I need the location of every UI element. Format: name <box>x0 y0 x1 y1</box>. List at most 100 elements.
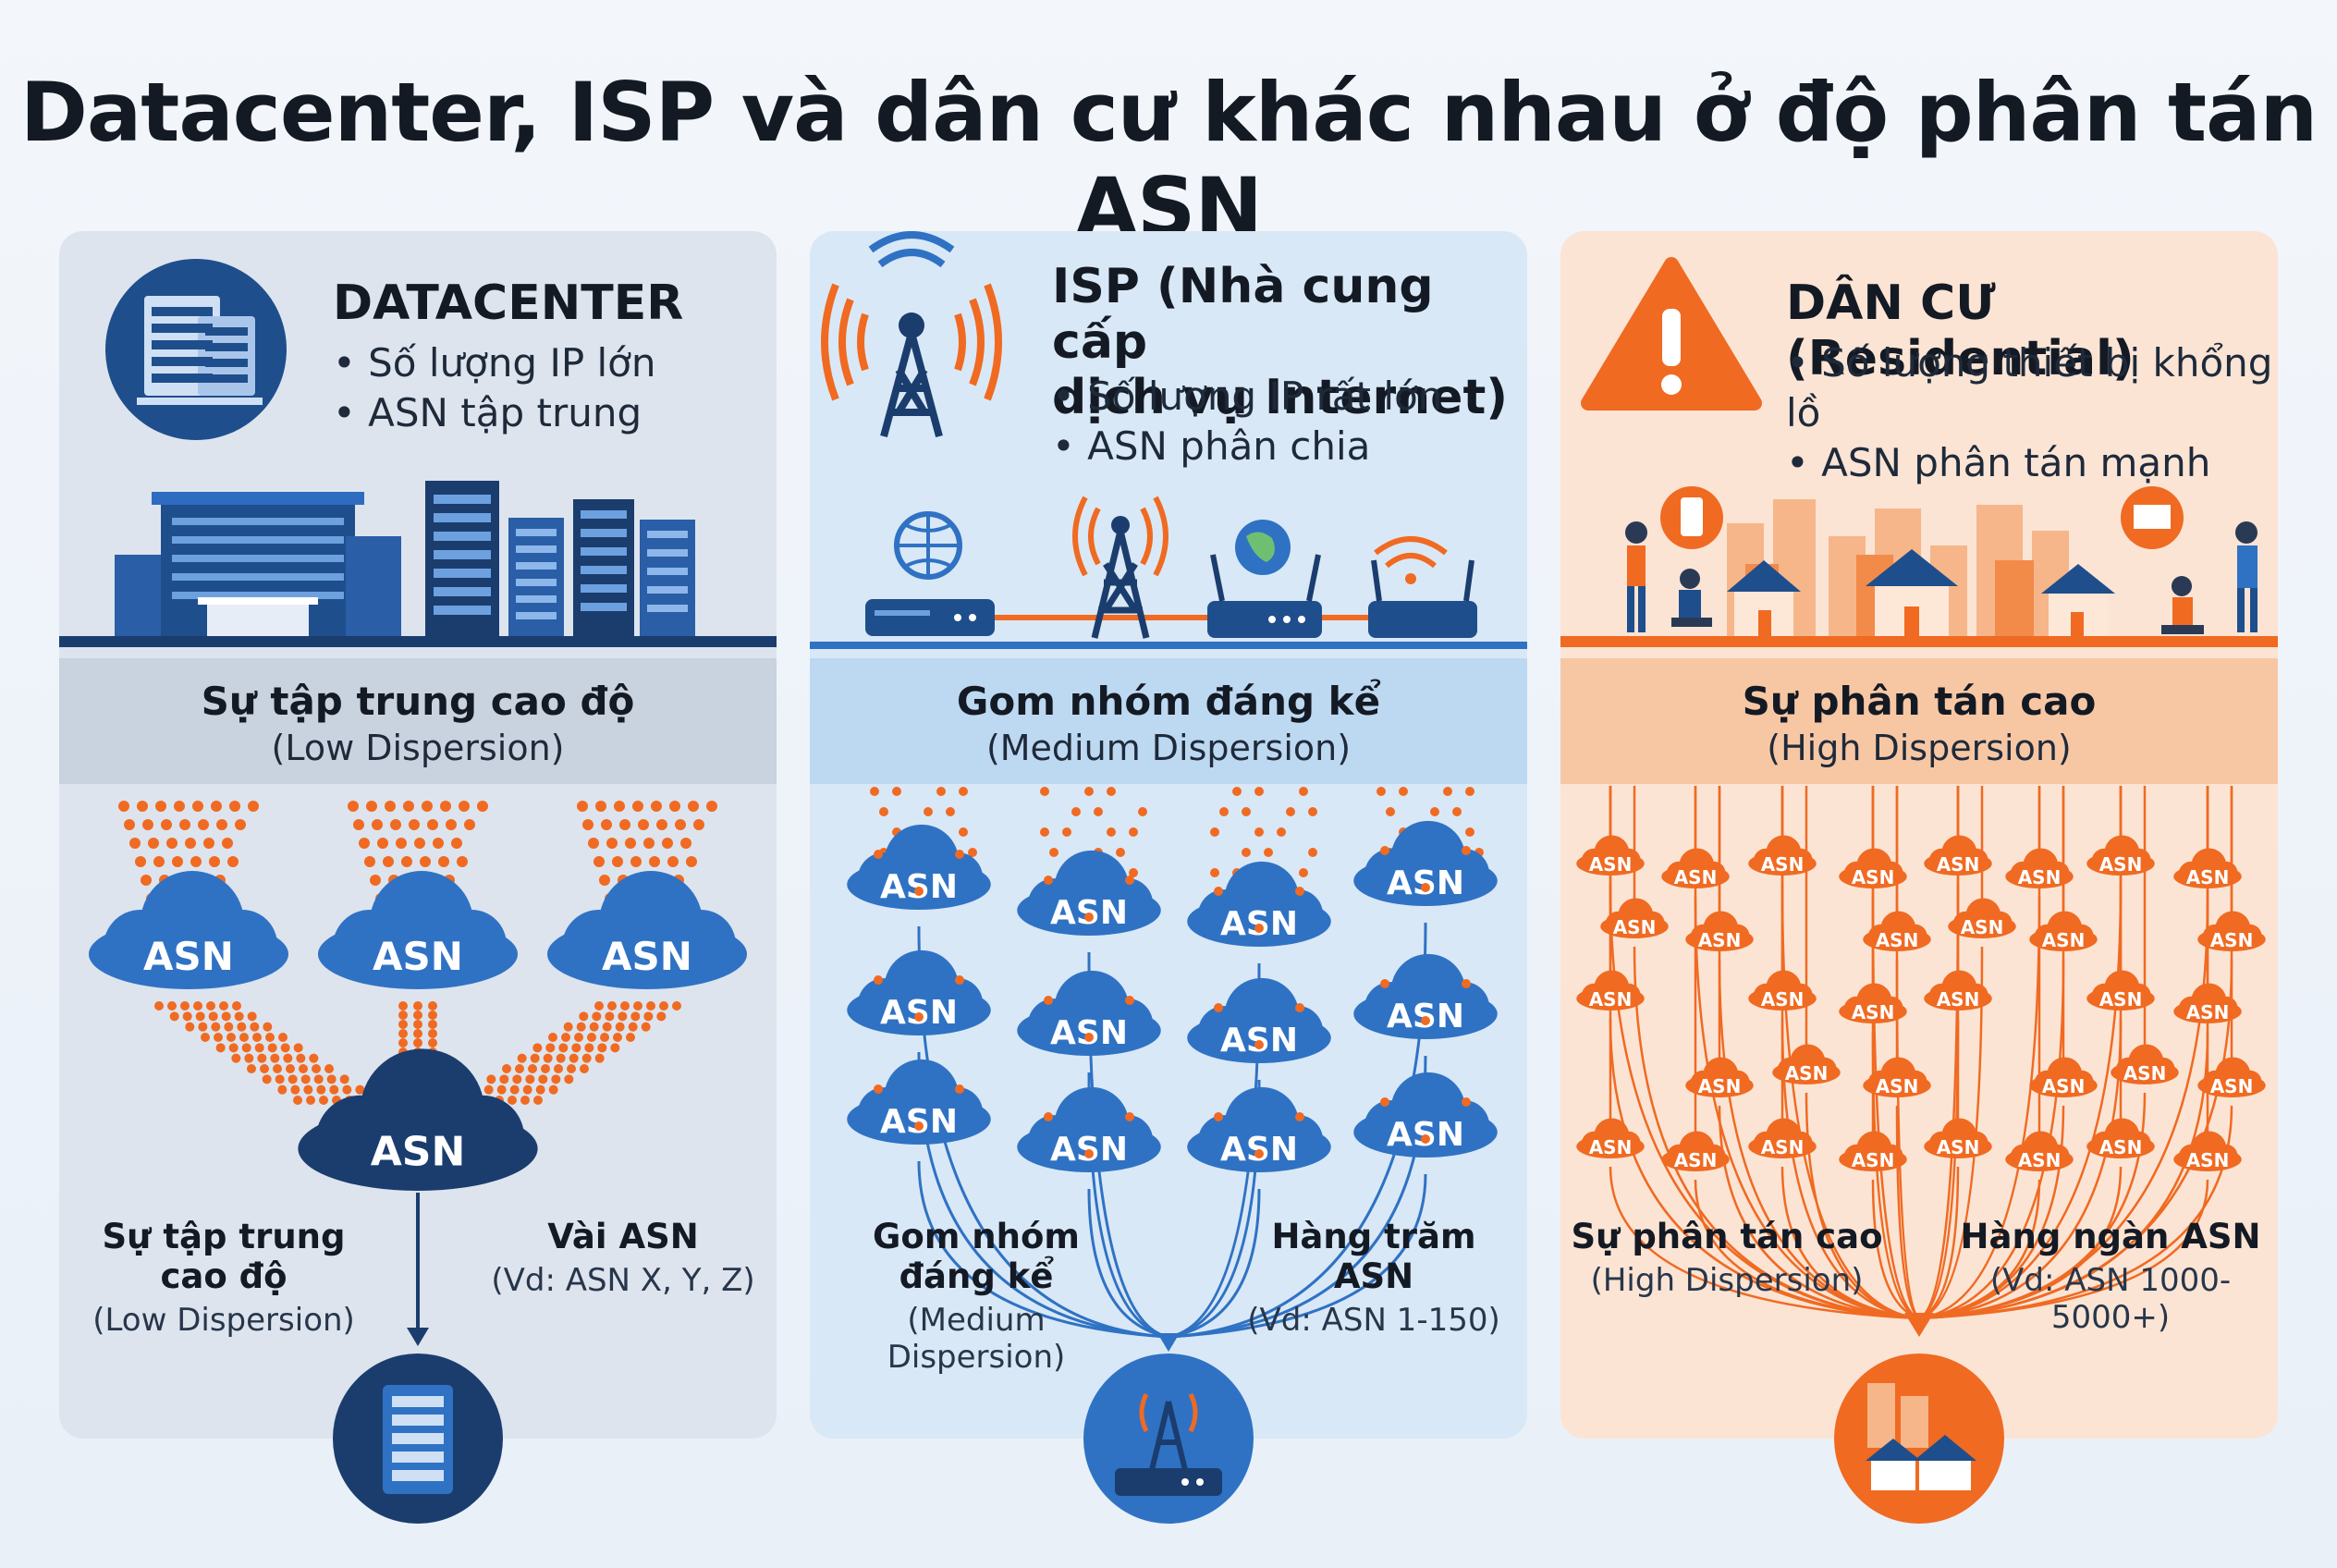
ip-dot <box>594 1001 604 1011</box>
asn-cloud: ASN <box>2173 848 2242 889</box>
ip-dot <box>214 1033 223 1042</box>
ip-dot <box>592 1011 602 1022</box>
ip-dot <box>226 1033 236 1042</box>
ip-dot <box>219 1001 228 1011</box>
ip-dot <box>630 1011 641 1022</box>
ip-dot <box>209 856 220 867</box>
ip-dot <box>924 807 933 816</box>
ip-dot <box>398 1011 408 1020</box>
datacenter-bullet-1: Số lượng IP lớn <box>333 338 655 388</box>
ip-dot <box>1380 979 1389 988</box>
ip-dot <box>135 856 146 867</box>
connection-line <box>1918 1031 2209 1320</box>
asn-cloud: ASN <box>1017 970 1161 1056</box>
ip-dot <box>1125 876 1134 885</box>
asn-label: ASN <box>1852 1001 1895 1023</box>
ip-dot <box>959 827 968 837</box>
asn-cloud: ASN <box>2005 1131 2074 1171</box>
ip-dot <box>1308 848 1317 857</box>
ip-dot <box>438 856 449 867</box>
ip-dot <box>614 801 625 812</box>
ip-dot <box>372 819 383 830</box>
ip-dot <box>1062 827 1071 837</box>
residential-asn-clouds: ASN ASN ASN ASN ASN ASN ASN ASN ASN ASN ASN ASN ASN A… <box>1576 835 2266 1171</box>
asn-cloud: ASN <box>1685 1057 1754 1097</box>
connection-line <box>1694 1179 1920 1320</box>
ip-dot <box>319 1096 328 1105</box>
ip-dot <box>612 856 623 867</box>
ip-dot <box>169 1011 179 1022</box>
ip-dot <box>625 838 636 849</box>
antenna-tower-icon <box>821 231 1002 438</box>
ip-dot <box>656 819 667 830</box>
ip-dot <box>477 801 488 812</box>
ip-dot <box>234 1011 244 1022</box>
asn-cloud: ASN <box>1748 835 1817 876</box>
asn-cloud: ASN <box>1353 820 1498 906</box>
asn-cloud: ASN <box>1924 835 1992 876</box>
asn-label: ASN <box>2099 988 2143 1011</box>
server-rack-icon <box>105 259 287 440</box>
ip-dot <box>574 1033 583 1042</box>
ip-dot <box>1129 827 1138 837</box>
ip-dot <box>203 838 214 849</box>
asn-cloud: ASN <box>2173 1131 2242 1171</box>
residential-bullet-1: Số lượng thiết bị khổng lồ <box>1786 338 2278 438</box>
connection-line <box>1633 946 1920 1320</box>
ip-dot <box>515 1064 524 1073</box>
datacenter-band-sub: (Low Dispersion) <box>271 728 565 768</box>
ip-dot <box>520 1096 530 1105</box>
ip-dot <box>227 856 239 867</box>
ip-dot <box>600 1033 609 1042</box>
ip-dot <box>669 801 680 812</box>
asn-cloud: ASN <box>2086 1118 2155 1158</box>
ip-dot <box>211 801 222 812</box>
ip-dot <box>377 838 388 849</box>
ip-dot <box>316 1084 326 1095</box>
asn-label: ASN <box>1674 866 1718 888</box>
ip-dot <box>355 1084 365 1095</box>
residential-band-sub: (High Dispersion) <box>1767 728 2072 768</box>
asn-label: ASN <box>1589 988 1633 1011</box>
ip-dot <box>512 1074 522 1084</box>
ip-dot <box>457 856 468 867</box>
ip-dot <box>390 819 401 830</box>
ip-dot <box>195 1011 205 1022</box>
ip-dot <box>1044 876 1053 885</box>
asn-label: ASN <box>1961 916 2004 938</box>
ip-dot <box>324 1064 334 1073</box>
ip-dot <box>543 1053 553 1063</box>
asn-cloud: ASN <box>847 949 991 1035</box>
ip-dot <box>1421 883 1430 892</box>
asn-cloud: ASN <box>1948 898 2016 939</box>
ip-dot <box>235 819 246 830</box>
asn-cloud: ASN <box>1353 953 1498 1039</box>
connection-line <box>1918 1018 2123 1320</box>
ip-dot <box>326 1074 336 1084</box>
ip-dot <box>312 1064 321 1073</box>
ip-dot <box>1254 1040 1264 1049</box>
ip-dot <box>686 856 697 867</box>
isp-caption-right: Hàng trăm ASN (Vd: ASN 1-150) <box>1235 1217 1512 1339</box>
ip-dot <box>955 850 964 859</box>
ip-dot <box>254 1043 264 1053</box>
asn-label: ASN <box>1937 988 1980 1011</box>
ip-dot <box>502 1064 511 1073</box>
ip-dot <box>1094 807 1103 816</box>
ip-dot <box>201 1033 210 1042</box>
ip-dot <box>525 1074 535 1084</box>
ip-dot <box>428 1029 437 1038</box>
ip-dot <box>638 819 649 830</box>
ip-dot <box>610 1043 620 1053</box>
connection-line <box>1918 1179 2209 1320</box>
asn-label: ASN <box>1937 853 1980 876</box>
ip-dot <box>262 1074 272 1084</box>
asn-label: ASN <box>2099 853 2143 876</box>
ip-dot <box>630 856 642 867</box>
ip-dot <box>545 1043 556 1053</box>
connection-line <box>1780 1018 1920 1320</box>
ip-dot <box>252 1033 262 1042</box>
ip-dot <box>579 1011 589 1022</box>
ip-dot <box>564 1074 574 1084</box>
